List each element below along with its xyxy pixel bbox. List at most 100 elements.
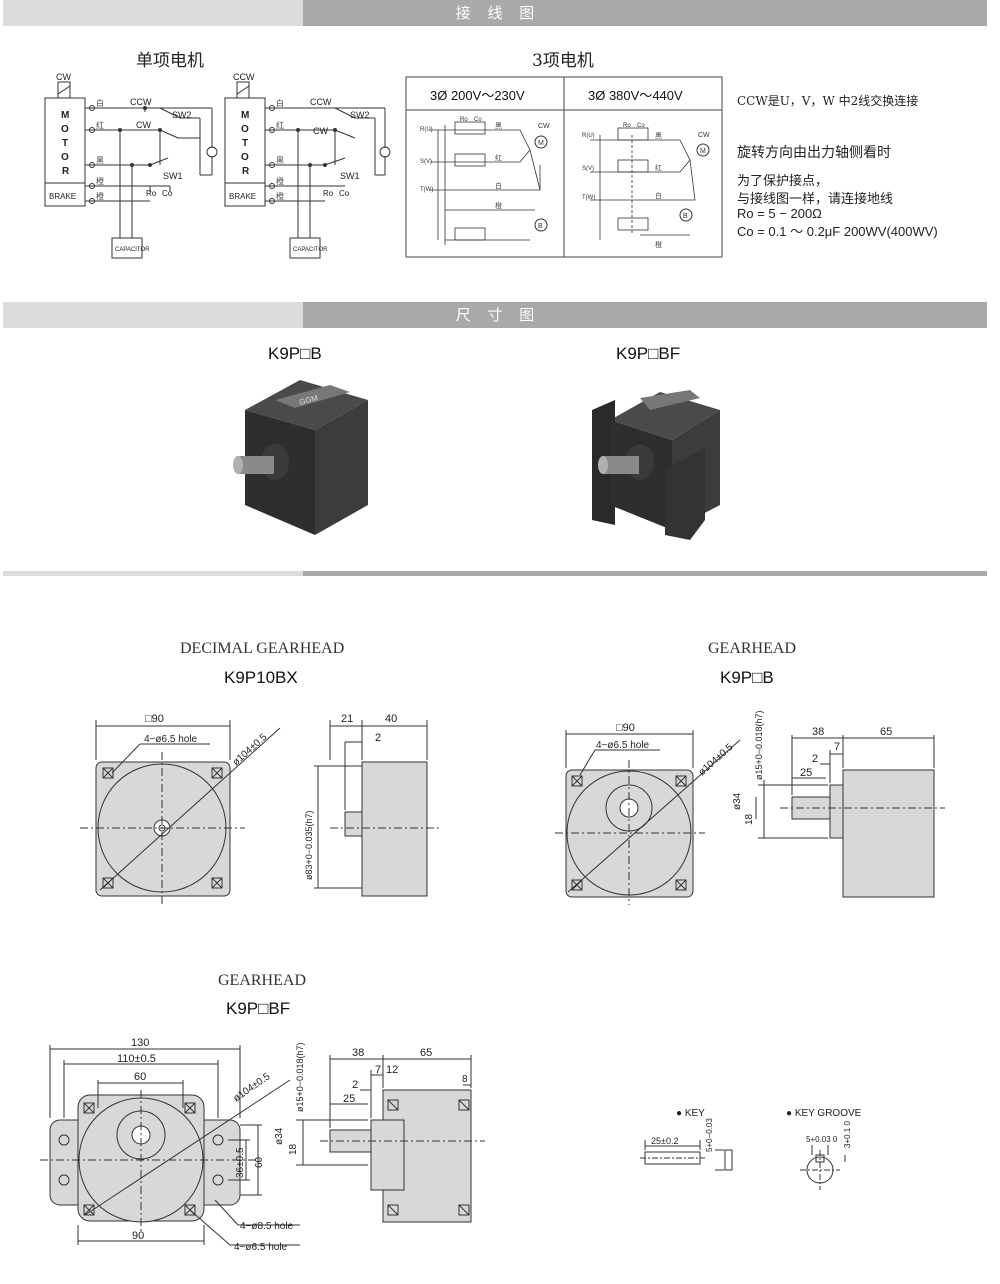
svg-text:CW: CW — [538, 123, 550, 130]
svg-text:CCW: CCW — [233, 72, 255, 82]
svg-text:25: 25 — [800, 767, 812, 779]
svg-text:ø15+0−0.018(h7): ø15+0−0.018(h7) — [754, 710, 764, 780]
svg-text:CW: CW — [698, 132, 710, 139]
section-separator — [3, 571, 987, 576]
svg-text:25±0.2: 25±0.2 — [651, 1136, 678, 1146]
svg-text:Ro: Ro — [323, 189, 334, 198]
svg-text:R: R — [242, 166, 250, 177]
svg-text:18: 18 — [744, 813, 755, 825]
svg-text:5+0−0.03: 5+0−0.03 — [705, 1118, 714, 1152]
svg-text:130: 130 — [131, 1037, 149, 1049]
svg-text:B: B — [538, 223, 543, 230]
svg-text:65: 65 — [880, 726, 892, 738]
svg-text:Co: Co — [162, 189, 173, 198]
svg-text:2: 2 — [812, 753, 818, 765]
svg-text:T(W): T(W) — [582, 195, 595, 201]
svg-text:O: O — [61, 124, 69, 135]
key-groove-label: ● KEY GROOVE — [786, 1108, 862, 1119]
svg-text:4−ø6.5 hole: 4−ø6.5 hole — [234, 1242, 288, 1253]
three-phase-title: 3项电机 — [532, 51, 594, 71]
svg-text:25: 25 — [343, 1093, 355, 1105]
decimal-model: K9P10BX — [224, 668, 298, 687]
svg-text:红: 红 — [655, 163, 662, 172]
svg-text:5+0.03 0: 5+0.03 0 — [806, 1135, 838, 1144]
svg-text:SW2: SW2 — [350, 110, 370, 120]
svg-text:M: M — [538, 140, 544, 147]
svg-text:橙: 橙 — [276, 191, 284, 201]
svg-text:CAPACITOR: CAPACITOR — [293, 247, 328, 253]
svg-text:红: 红 — [96, 120, 104, 130]
svg-text:3+0.1 0: 3+0.1 0 — [843, 1121, 852, 1148]
note-line-6: Co = 0.1 ～ 0.2μF 200WV(400WV) — [737, 224, 938, 239]
svg-text:T: T — [242, 138, 248, 149]
svg-text:CW: CW — [136, 120, 151, 130]
svg-text:BRAKE: BRAKE — [49, 192, 76, 201]
svg-text:T: T — [62, 138, 68, 149]
svg-text:黑: 黑 — [655, 132, 662, 140]
product-photos: GGM — [233, 380, 720, 540]
wiring-section-title: 接 线 图 — [455, 4, 541, 22]
svg-text:ø34: ø34 — [274, 1127, 285, 1145]
svg-text:O: O — [241, 152, 249, 163]
svg-text:60: 60 — [254, 1156, 265, 1168]
svg-text:橙: 橙 — [96, 191, 104, 201]
svg-text:CAPACITOR: CAPACITOR — [115, 247, 150, 253]
gearhead-photo-left: GGM — [233, 380, 368, 535]
svg-text:SW2: SW2 — [172, 110, 192, 120]
dimension-section-header: 尺 寸 图 — [3, 302, 987, 328]
note-line-3: 为了保护接点， — [737, 174, 829, 189]
svg-text:白: 白 — [276, 98, 284, 108]
svg-text:M: M — [61, 110, 69, 121]
svg-text:橙: 橙 — [96, 176, 104, 186]
svg-text:Ro: Ro — [460, 117, 468, 123]
single-phase-title: 单项电机 — [136, 51, 204, 71]
key-label: ● KEY — [676, 1108, 705, 1119]
svg-text:ø15+0−0.018(h7): ø15+0−0.018(h7) — [295, 1042, 305, 1112]
photo-right-model: K9P□BF — [616, 344, 681, 363]
svg-text:橙: 橙 — [495, 201, 502, 210]
svg-text:ø34: ø34 — [732, 792, 743, 810]
gearhead-b-heading: GEARHEAD — [708, 640, 796, 657]
svg-text:红: 红 — [495, 153, 502, 162]
svg-text:M: M — [700, 148, 706, 155]
single-phase-wiring-diagrams: CW CCW CW SW2 SW1 Ro Co CAPACITOR BRAKE … — [44, 72, 391, 259]
svg-text:S(V): S(V) — [582, 166, 594, 172]
photo-left-model: K9P□B — [268, 344, 322, 363]
svg-text:黑: 黑 — [495, 122, 502, 130]
svg-text:□90: □90 — [145, 713, 164, 725]
cw-label: CW — [56, 72, 71, 82]
svg-text:Co: Co — [637, 123, 645, 129]
svg-text:橙: 橙 — [655, 240, 662, 249]
svg-text:7: 7 — [375, 1064, 381, 1076]
svg-text:4−ø8.5 hole: 4−ø8.5 hole — [240, 1221, 294, 1232]
svg-text:2: 2 — [375, 732, 381, 744]
note-line-4: 与接线图一样，请连接地线 — [737, 192, 894, 207]
single-phase-diagram-1 — [44, 81, 213, 259]
svg-text:M: M — [241, 110, 249, 121]
svg-text:白: 白 — [96, 98, 104, 108]
gearhead-b-model: K9P□B — [720, 668, 774, 687]
svg-text:21: 21 — [341, 713, 353, 725]
svg-text:65: 65 — [420, 1047, 432, 1059]
svg-text:38: 38 — [352, 1047, 364, 1059]
three-phase-wiring-table: 3Ø 200V～230V 3Ø 380V～440V M B CW R(U) S(… — [405, 76, 723, 258]
note-line-1: CCW是U，V，W 中2线交换连接 — [737, 94, 919, 108]
svg-text:7: 7 — [834, 741, 840, 753]
svg-text:Ro: Ro — [623, 123, 631, 129]
svg-text:Ro: Ro — [146, 189, 157, 198]
svg-text:38: 38 — [812, 726, 824, 738]
svg-text:黑: 黑 — [276, 156, 284, 165]
svg-text:18: 18 — [288, 1143, 299, 1155]
note-line-2: 旋转方向由出力轴侧看时 — [737, 145, 891, 161]
svg-text:4−ø6.5 hole: 4−ø6.5 hole — [144, 734, 198, 745]
gearhead-bf-heading: GEARHEAD — [218, 972, 306, 989]
svg-text:黑: 黑 — [96, 156, 104, 165]
svg-text:40: 40 — [385, 713, 397, 725]
svg-text:90: 90 — [132, 1230, 144, 1242]
table-head-right: 3Ø 380V～440V — [588, 88, 683, 103]
svg-text:R(U): R(U) — [420, 127, 433, 133]
note-line-5: Ro = 5 − 200Ω — [737, 206, 822, 221]
svg-text:36±0.5: 36±0.5 — [235, 1147, 246, 1178]
